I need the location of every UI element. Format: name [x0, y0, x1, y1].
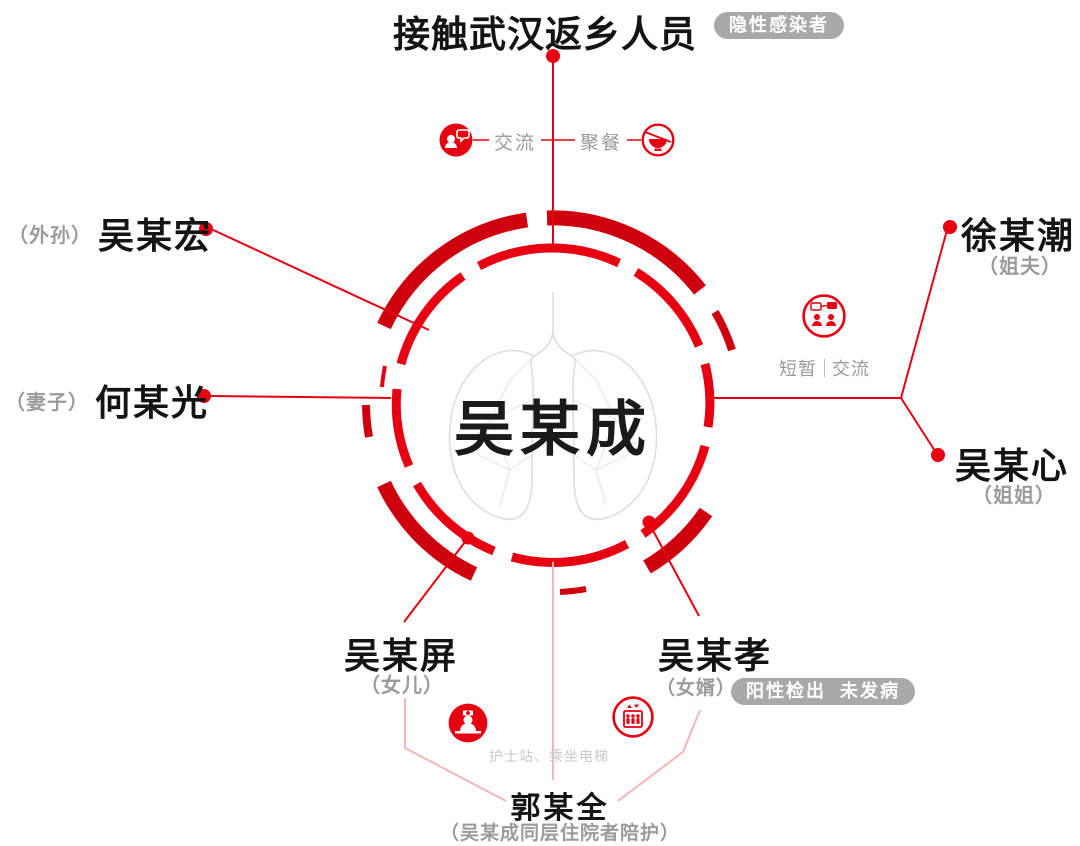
connector-dots: [197, 49, 957, 545]
brief-contact-right: 交流: [832, 359, 870, 379]
sister-name: 吴某心: [955, 445, 1070, 486]
talk-icon: [439, 123, 473, 162]
brother-in-law-name: 徐某潮: [961, 215, 1076, 256]
sister-relation: （姐姐）: [972, 485, 1056, 507]
center-patient-name: 吴某成: [454, 396, 652, 463]
contact-wife: （妻子） 何某光: [5, 374, 209, 426]
caregiver-relation: （吴某成同层住院者陪护）: [439, 823, 680, 844]
elevator-icon: [612, 696, 654, 743]
wife-relation: （妻子）: [5, 391, 89, 414]
son-in-law-name: 吴某孝: [658, 635, 773, 676]
grandson-relation: （外孙）: [8, 224, 92, 247]
son-in-law-relation: （女婿）: [656, 678, 737, 699]
secondary-lines: [404, 562, 701, 802]
lungs-illustration: [448, 292, 658, 521]
grandson-name: 吴某宏: [98, 215, 213, 256]
wife-name: 何某光: [95, 382, 210, 423]
route-note: 护士站、乘坐电梯: [489, 748, 609, 764]
daughter-name: 吴某屏: [344, 635, 459, 676]
source-status-badge: 隐性感染者: [714, 12, 844, 39]
contact-method-talk-label: 交流: [489, 128, 542, 155]
caregiver-name: 郭某全: [510, 792, 610, 825]
brief-chat-icon: [802, 294, 846, 343]
contact-method-meal-label: 聚餐: [575, 128, 628, 155]
brief-contact-label: 短暂 交流: [779, 355, 870, 381]
nurse-station-icon: [448, 703, 488, 748]
meal-icon: [641, 123, 675, 162]
son-in-law-status-badge: 阳性检出 未发病: [731, 678, 916, 705]
brother-in-law-relation: （姐夫）: [978, 256, 1062, 278]
contact-grandson: （外孙） 吴某宏: [8, 207, 212, 259]
daughter-relation: （女儿）: [360, 675, 444, 697]
source-title: 接触武汉返乡人员: [393, 14, 697, 55]
brief-contact-divider: [824, 359, 825, 377]
brief-contact-left: 短暂: [779, 359, 817, 379]
